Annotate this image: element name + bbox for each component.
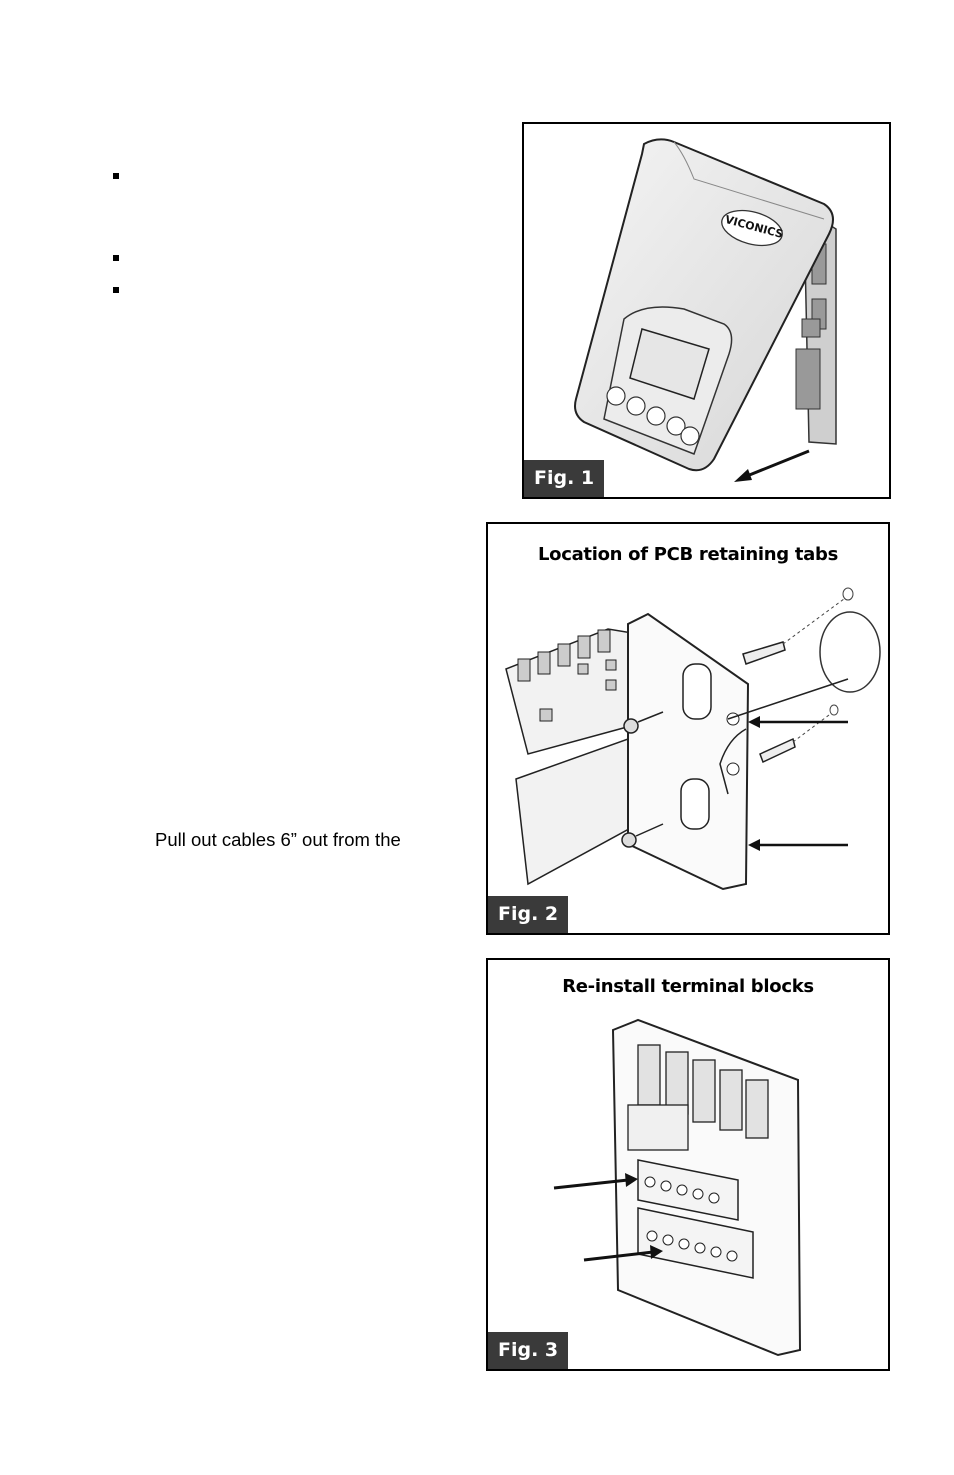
terminal-block-illustration xyxy=(553,1018,802,1357)
figure-2: Location of PCB retaining tabs xyxy=(486,522,890,935)
arrow-icon xyxy=(748,716,848,728)
bullet-marker xyxy=(113,173,119,179)
wall-anchor xyxy=(742,641,796,764)
arrow-icon xyxy=(553,1173,638,1190)
terminal-block xyxy=(637,1159,754,1279)
pcb-board xyxy=(505,628,639,886)
figure-label: Fig. 1 xyxy=(524,460,605,497)
figure-label: Fig. 3 xyxy=(488,1332,569,1369)
pcb-mounting-illustration xyxy=(505,587,881,891)
figure-title: Location of PCB retaining tabs xyxy=(537,544,839,565)
arrow-icon xyxy=(748,839,848,851)
relay-board xyxy=(627,1044,769,1151)
bullet-marker xyxy=(113,287,119,293)
arrow-icon xyxy=(583,1245,663,1262)
figure-1: VICONICS Fig. 1 xyxy=(522,122,891,499)
thermostat-illustration: VICONICS xyxy=(574,138,837,482)
figure-label: Fig. 2 xyxy=(488,896,569,933)
figure-title: Re-install terminal blocks xyxy=(562,976,814,997)
figure-3: Re-install terminal blocks xyxy=(486,958,890,1371)
mounting-base xyxy=(627,612,750,891)
bullet-marker xyxy=(113,255,119,261)
arrow-icon xyxy=(734,449,810,482)
instruction-text: Pull out cables 6” out from the xyxy=(155,829,401,850)
screw xyxy=(621,711,664,848)
